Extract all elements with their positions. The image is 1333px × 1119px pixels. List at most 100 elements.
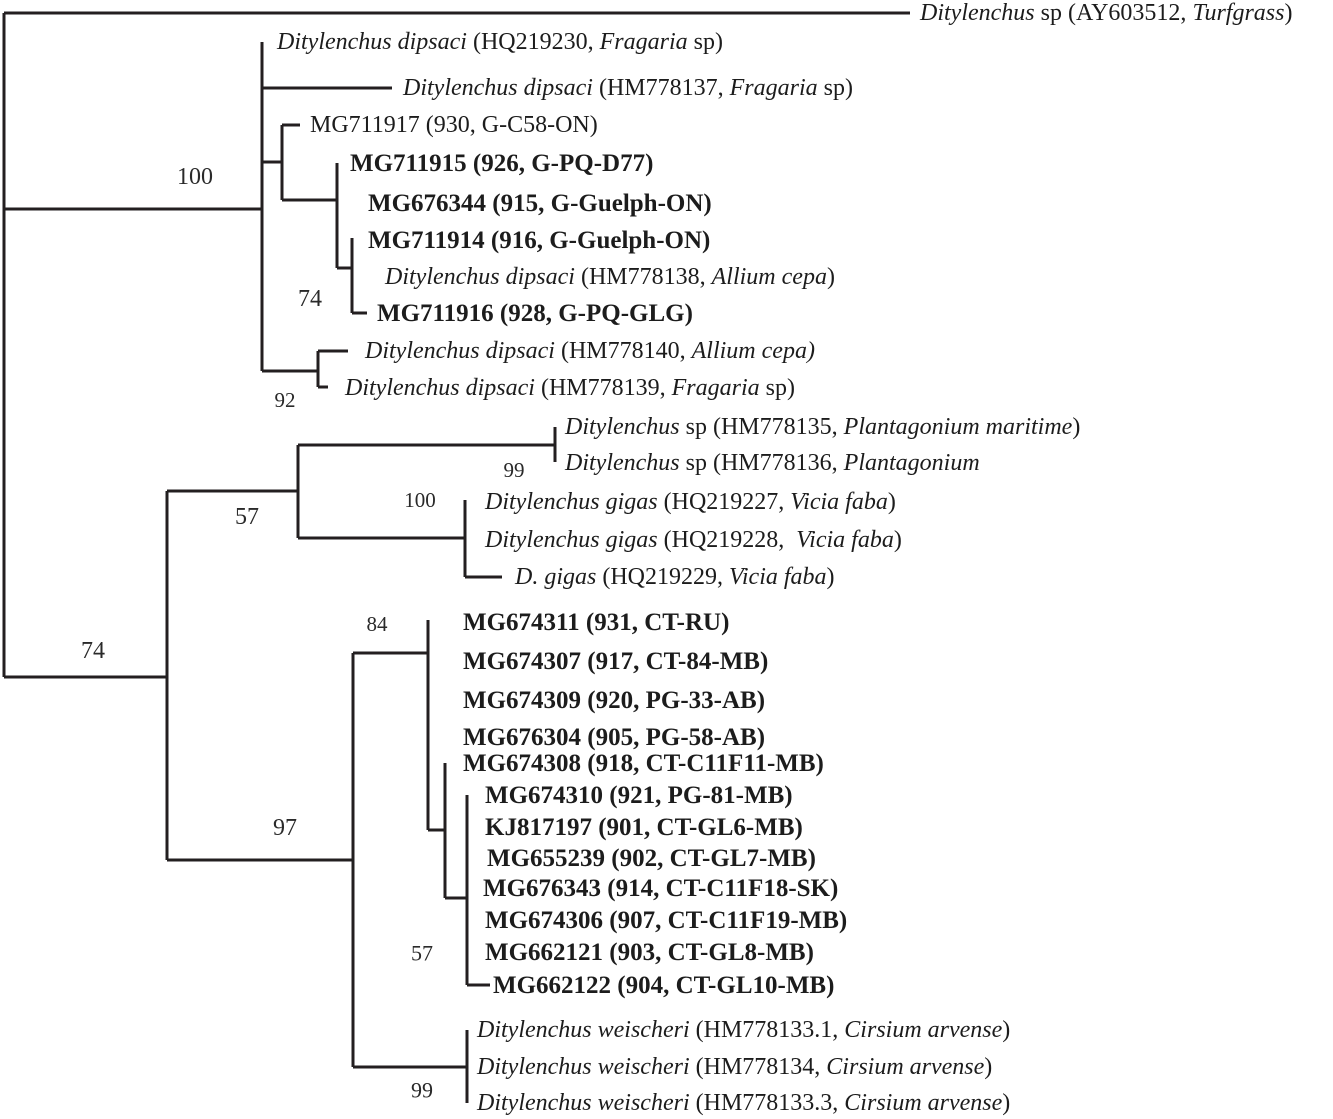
taxon-label: Ditylenchus dipsaci (HM778139, Fragaria … <box>344 375 795 401</box>
taxon-label: Ditylenchus dipsaci (HM778137, Fragaria … <box>402 75 853 101</box>
taxon-label-segment: Ditylenchus weischeri <box>476 1090 690 1116</box>
taxon-label-segment: ) <box>1002 1017 1010 1043</box>
taxon-label-segment: Vicia faba <box>796 527 894 553</box>
taxon-label-segment: Ditylenchus <box>919 0 1035 26</box>
taxon-label-segment: Ditylenchus dipsaci <box>364 338 555 364</box>
taxon-label: MG676344 (915, G-Guelph-ON) <box>368 190 712 217</box>
taxon-label-segment: Ditylenchus weischeri <box>476 1054 690 1080</box>
taxon-label-segment: D. gigas <box>514 564 596 590</box>
bootstrap-support-value: 57 <box>411 941 433 966</box>
taxon-label: MG674311 (931, CT-RU) <box>463 609 729 636</box>
bootstrap-support-value: 57 <box>235 504 259 530</box>
taxon-label-segment: Fragaria <box>599 29 688 55</box>
taxon-label-segment: Ditylenchus <box>564 414 680 440</box>
taxon-label: Ditylenchus dipsaci (HQ219230, Fragaria … <box>276 29 723 55</box>
taxon-label-segment: Ditylenchus gigas <box>484 527 658 553</box>
taxon-label-segment: MG662121 (903, CT-GL8-MB) <box>485 939 814 966</box>
taxon-label-segment: (HM778133.3, <box>690 1090 845 1116</box>
taxon-label: MG674310 (921, PG-81-MB) <box>485 782 793 809</box>
taxon-label-segment: Cirsium arvense <box>844 1017 1002 1043</box>
taxon-label-segment: (HM778140, <box>555 338 692 364</box>
taxon-label-segment: Ditylenchus dipsaci <box>344 375 535 401</box>
bootstrap-support-value: 100 <box>404 488 436 512</box>
bootstrap-support-value: 97 <box>273 815 297 841</box>
taxon-label-segment: MG711917 (930, G-C58-ON) <box>310 112 598 138</box>
taxon-label-segment: sp (HM778136, <box>680 450 844 476</box>
taxon-label-segment: sp) <box>818 75 853 101</box>
taxon-label-segment: MG674307 (917, CT-84-MB) <box>463 648 768 675</box>
taxon-label-segment: Fragaria <box>671 375 760 401</box>
taxon-label-segment: ) <box>1072 414 1080 440</box>
taxon-label-segment: (HQ219227, <box>658 489 791 515</box>
taxon-label: MG711914 (916, G-Guelph-ON) <box>368 227 710 254</box>
taxon-label: MG662122 (904, CT-GL10-MB) <box>493 972 834 999</box>
taxon-label-segment: Allium cepa) <box>690 338 815 364</box>
taxon-label-segment: (HM778137, <box>593 75 730 101</box>
taxon-label-segment: (HQ219230, <box>467 29 600 55</box>
taxon-label: MG655239 (902, CT-GL7-MB) <box>487 845 816 872</box>
taxon-label-segment: (HQ219228, <box>658 527 797 553</box>
taxon-label-segment: sp (HM778135, <box>680 414 844 440</box>
taxon-label-segment: (HM778133.1, <box>690 1017 845 1043</box>
taxon-label-segment: (HM778134, <box>690 1054 827 1080</box>
taxon-label: Ditylenchus sp (HM778135, Plantagonium m… <box>564 414 1080 440</box>
taxon-label-segment: MG711915 (926, G-PQ-D77) <box>350 150 653 177</box>
taxon-label-segment: ) <box>1002 1090 1010 1116</box>
taxon-label-segment: Ditylenchus <box>564 450 680 476</box>
taxon-label-segment: Plantagonium <box>843 450 980 476</box>
taxon-label: KJ817197 (901, CT-GL6-MB) <box>485 814 803 841</box>
taxon-label-segment: ) <box>827 564 835 590</box>
taxon-label-segment: MG676304 (905, PG-58-AB) <box>463 724 765 751</box>
bootstrap-support-value: 84 <box>367 612 389 636</box>
taxon-label-segment: ) <box>894 527 902 553</box>
taxon-label-segment: (HM778139, <box>535 375 672 401</box>
taxon-label-segment: Allium cepa <box>710 264 827 290</box>
bootstrap-support-value: 99 <box>504 458 525 482</box>
taxon-label: MG674306 (907, CT-C11F19-MB) <box>485 907 847 934</box>
taxon-label-segment: ) <box>1285 0 1293 26</box>
bootstrap-support-value: 100 <box>177 164 213 190</box>
taxon-label-segment: (HM778138, <box>575 264 712 290</box>
taxon-label-segment: ) <box>827 264 835 290</box>
taxon-label: MG711915 (926, G-PQ-D77) <box>350 150 653 177</box>
taxon-label: Ditylenchus sp (AY603512, Turfgrass) <box>919 0 1293 26</box>
taxon-label: MG674307 (917, CT-84-MB) <box>463 648 768 675</box>
taxon-label-segment: MG655239 (902, CT-GL7-MB) <box>487 845 816 872</box>
taxon-label: MG711916 (928, G-PQ-GLG) <box>377 300 693 327</box>
taxon-label-segment: KJ817197 (901, CT-GL6-MB) <box>485 814 803 841</box>
taxon-label-segment: Vicia faba <box>729 564 827 590</box>
taxon-label-segment: MG711914 (916, G-Guelph-ON) <box>368 227 710 254</box>
bootstrap-support-value: 99 <box>411 1078 433 1103</box>
taxon-label: Ditylenchus sp (HM778136, Plantagonium <box>564 450 980 476</box>
taxon-label: MG676343 (914, CT-C11F18-SK) <box>483 875 838 902</box>
taxon-label-segment: Fragaria <box>729 75 818 101</box>
bootstrap-support-value: 92 <box>275 388 296 412</box>
taxon-label-segment: MG676344 (915, G-Guelph-ON) <box>368 190 712 217</box>
taxon-label-segment: Ditylenchus dipsaci <box>384 264 575 290</box>
taxon-label: D. gigas (HQ219229, Vicia faba) <box>514 564 835 590</box>
taxon-label: Ditylenchus gigas (HQ219228, Vicia faba) <box>484 527 902 553</box>
taxon-label-segment: sp) <box>760 375 795 401</box>
taxon-label-segment: Ditylenchus dipsaci <box>402 75 593 101</box>
taxon-label-segment: MG674308 (918, CT-C11F11-MB) <box>463 750 824 777</box>
taxon-label-segment: sp) <box>688 29 723 55</box>
taxon-label-segment: sp (AY603512, <box>1035 0 1193 26</box>
bootstrap-support-value: 74 <box>298 286 322 312</box>
taxon-label-segment: Cirsium arvense <box>826 1054 984 1080</box>
taxon-label: Ditylenchus dipsaci (HM778138, Allium ce… <box>384 264 835 290</box>
taxon-label-segment: ) <box>984 1054 992 1080</box>
taxon-label-segment: Vicia faba <box>790 489 888 515</box>
taxon-label-segment: Turfgrass <box>1192 0 1284 26</box>
taxon-label-segment: Plantagonium maritime <box>843 414 1073 440</box>
taxon-label: Ditylenchus weischeri (HM778133.3, Cirsi… <box>476 1090 1010 1116</box>
taxon-label: Ditylenchus dipsaci (HM778140, Allium ce… <box>364 338 815 364</box>
taxon-label-segment: MG674306 (907, CT-C11F19-MB) <box>485 907 847 934</box>
taxon-label-segment: MG674310 (921, PG-81-MB) <box>485 782 793 809</box>
taxon-label: Ditylenchus weischeri (HM778133.1, Cirsi… <box>476 1017 1010 1043</box>
taxon-label-segment: MG674311 (931, CT-RU) <box>463 609 729 636</box>
taxon-label: MG662121 (903, CT-GL8-MB) <box>485 939 814 966</box>
taxon-label-segment: MG674309 (920, PG-33-AB) <box>463 687 765 714</box>
